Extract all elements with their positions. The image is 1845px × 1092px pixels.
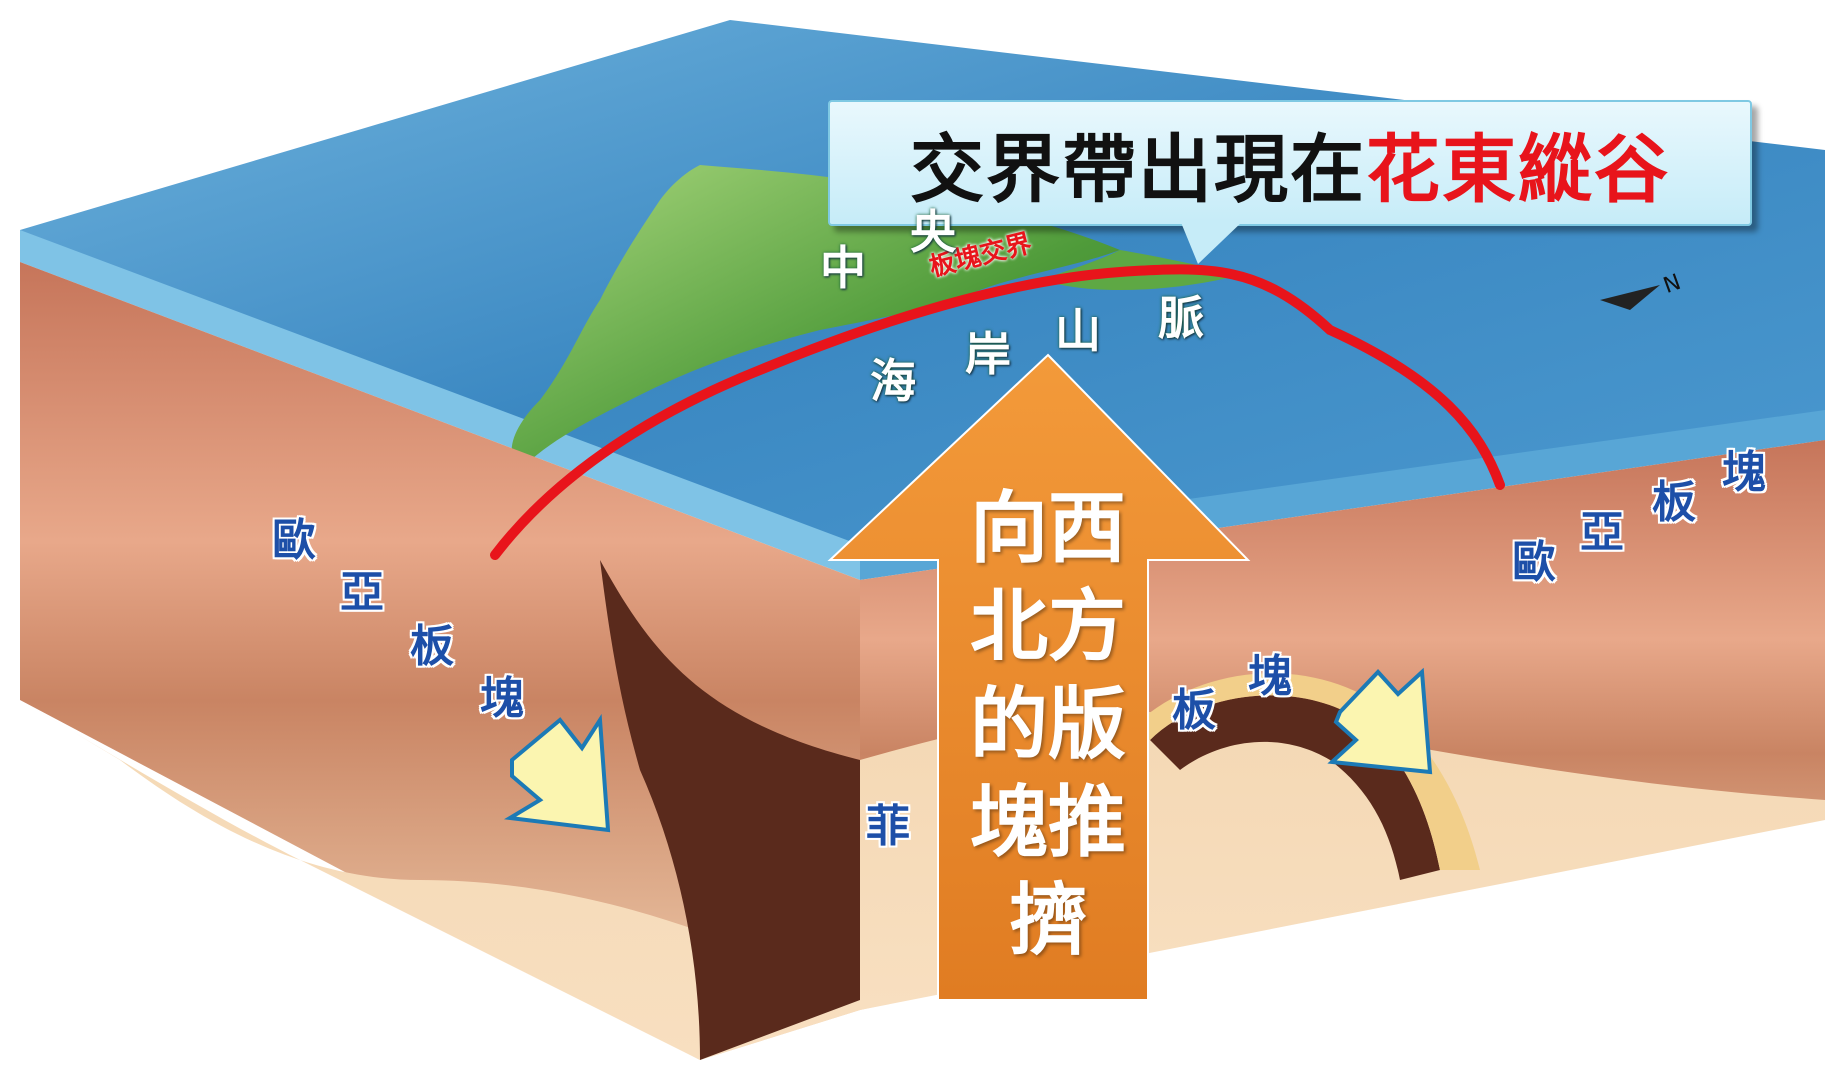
callout-tail bbox=[1180, 220, 1244, 264]
arrow-text: 向西北方的版塊推擠 bbox=[969, 484, 1126, 966]
coastal-range-char-1: 海 bbox=[870, 354, 916, 408]
taiwan-island bbox=[511, 165, 1121, 470]
left-yellow-arrow bbox=[503, 713, 611, 833]
philippine-plate-char-1: 菲 bbox=[866, 801, 910, 852]
right-plate-char-1: 歐 bbox=[1512, 537, 1556, 588]
left-mantle bbox=[20, 700, 860, 1060]
philippine-plate-char-2: 板 bbox=[1172, 685, 1216, 736]
right-plate-char-4: 塊 bbox=[1722, 447, 1766, 498]
right-plate-char-2: 亞 bbox=[1580, 507, 1624, 558]
central-range-char-2: 央 bbox=[910, 205, 956, 259]
coastal-range-char-4: 脈 bbox=[1158, 291, 1204, 345]
left-plate-char-1: 歐 bbox=[272, 515, 316, 566]
push-arrow bbox=[827, 353, 1251, 1001]
north-arrow bbox=[1600, 285, 1660, 310]
philippine-plate-char-3: 塊 bbox=[1248, 651, 1292, 702]
left-subduction-wedge bbox=[600, 560, 860, 1060]
callout-box: 交界帶出現在花東縱谷 bbox=[828, 100, 1752, 226]
central-range-char-1: 中 bbox=[820, 241, 866, 295]
right-yellow-arrow bbox=[1327, 667, 1433, 775]
left-plate-char-4: 塊 bbox=[480, 673, 524, 724]
coastal-range-char-2: 岸 bbox=[965, 327, 1011, 381]
right-plate-char-3: 板 bbox=[1652, 477, 1696, 528]
left-cross-section bbox=[20, 262, 860, 1060]
left-plate-char-2: 亞 bbox=[340, 567, 384, 618]
callout-red-text: 花東縱谷 bbox=[1366, 126, 1670, 213]
coastal-range-char-3: 山 bbox=[1055, 304, 1101, 358]
plate-boundary-line bbox=[490, 264, 1505, 560]
left-plate-char-3: 板 bbox=[410, 621, 454, 672]
sea-edge-left bbox=[20, 230, 860, 580]
callout-black-text: 交界帶出現在 bbox=[910, 126, 1366, 213]
